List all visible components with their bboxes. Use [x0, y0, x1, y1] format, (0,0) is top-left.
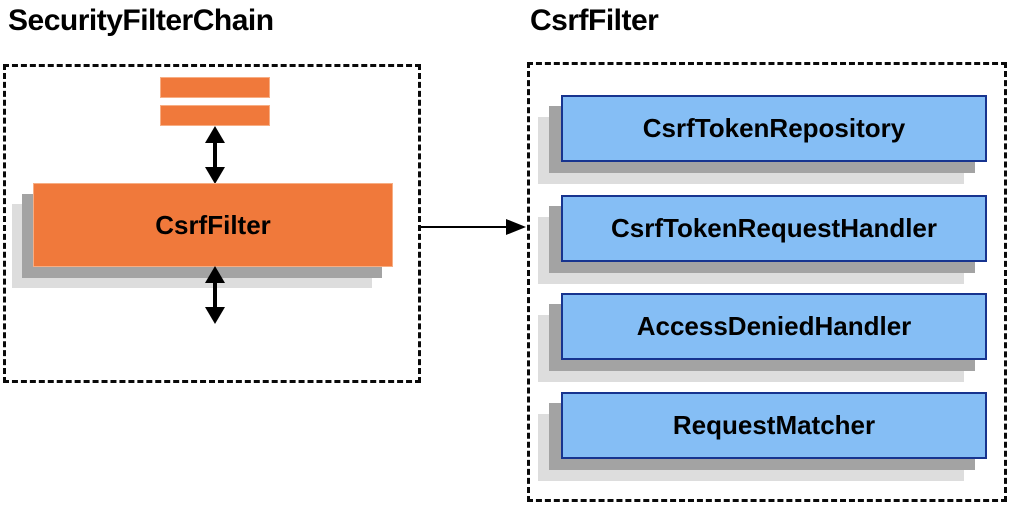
csrf-filter-box: CsrfFilter [33, 183, 393, 267]
component-box-csrf-token-request-handler: CsrfTokenRequestHandler [561, 195, 987, 262]
security-filter-chain-title: SecurityFilterChain [8, 4, 274, 37]
component-box-access-denied-handler: AccessDeniedHandler [561, 293, 987, 360]
security-filter-chain-container [3, 64, 421, 383]
component-box-csrf-token-repository: CsrfTokenRepository [561, 95, 987, 162]
component-box-request-matcher: RequestMatcher [561, 392, 987, 459]
csrf-filter-title: CsrfFilter [530, 4, 659, 37]
filter-placeholder-bar [160, 77, 270, 98]
flow-arrow-icon [421, 219, 526, 235]
csrf-filter-detail-container [527, 62, 1007, 502]
bidirectional-arrow-icon [205, 126, 225, 184]
bidirectional-arrow-icon [205, 266, 225, 324]
filter-placeholder-bar [160, 105, 270, 126]
